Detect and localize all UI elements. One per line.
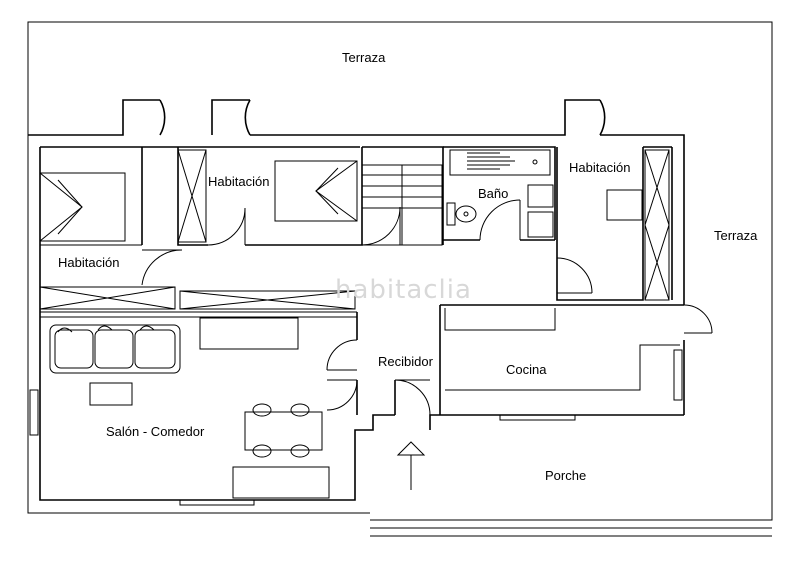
label-habitacion-right: Habitación [569,160,630,175]
sofa-icon [49,324,181,374]
sideboard [232,466,330,499]
bed-icon [274,160,358,222]
windows [29,349,683,506]
label-recibidor: Recibidor [378,354,434,369]
watermark: habitaclia [335,275,472,305]
desk [606,189,643,221]
bath-cabinet [527,184,554,208]
shower-icon [449,149,551,176]
house-walls [28,99,685,501]
label-salon-comedor: Salón - Comedor [106,424,205,439]
up-arrow-icon [396,441,426,490]
terrace-boundary [27,21,773,537]
coffee-table [89,382,133,406]
label-terraza-top: Terraza [342,50,386,65]
label-bano: Baño [478,186,508,201]
label-cocina: Cocina [506,362,547,377]
tv-stand [199,317,299,350]
staircase [361,164,443,246]
label-terraza-right: Terraza [714,228,758,243]
label-porche: Porche [545,468,586,483]
wardrobes [39,149,670,318]
label-habitacion-center: Habitación [208,174,269,189]
sink [527,211,554,238]
bed-icon [39,172,126,242]
kitchen-counters [444,308,680,391]
toilet-icon [446,202,477,226]
dining-table [244,403,323,458]
label-habitacion-left: Habitación [58,255,119,270]
door-swings [141,199,713,416]
